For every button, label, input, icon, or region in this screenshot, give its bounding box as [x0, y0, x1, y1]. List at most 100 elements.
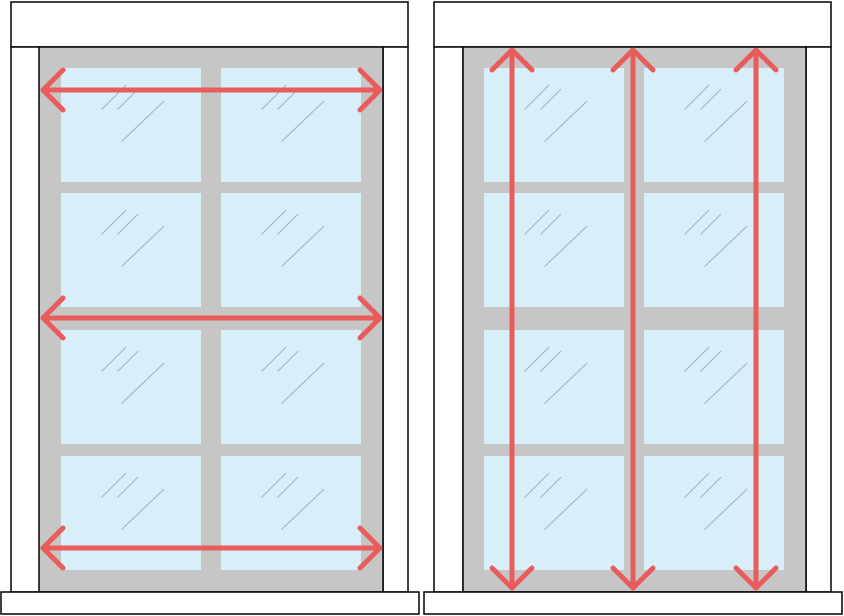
window-sill: [423, 591, 843, 615]
glass-pane-fill: [61, 456, 201, 570]
window-header-trim: [10, 1, 409, 48]
glare-line: [684, 209, 710, 235]
glare-line: [684, 346, 710, 372]
glare-line: [684, 472, 710, 498]
glass-glare: [261, 472, 325, 530]
glare-line: [540, 88, 562, 110]
glare-line: [277, 213, 299, 235]
glass-pane: [644, 456, 784, 570]
right-jamb: [805, 46, 832, 593]
glare-line: [700, 213, 722, 235]
glass-pane: [644, 330, 784, 444]
glass-pane: [484, 456, 624, 570]
glare-line: [261, 472, 287, 498]
glare-line: [121, 225, 165, 267]
arrow-head-left: [40, 525, 66, 571]
height-measurement-arrow: [489, 47, 535, 591]
glass-pane: [484, 193, 624, 307]
left-window: [0, 1, 420, 615]
glare-line: [544, 362, 588, 404]
arrow-head-top: [733, 47, 779, 73]
glass-pane-fill: [221, 330, 361, 444]
glare-line: [544, 225, 588, 267]
glass-pane-fill: [644, 330, 784, 444]
glass-glare: [684, 209, 748, 267]
glare-line: [281, 362, 325, 404]
glare-line: [524, 346, 550, 372]
right-jamb: [382, 46, 409, 593]
glass-glare: [684, 84, 748, 142]
glass-glare: [524, 346, 588, 404]
glass-glare: [524, 209, 588, 267]
glass-pane-fill: [644, 68, 784, 182]
arrow-head-top: [489, 47, 535, 73]
glare-line: [700, 88, 722, 110]
glass-pane-fill: [221, 456, 361, 570]
glass-pane: [221, 330, 361, 444]
glass-pane-fill: [61, 68, 201, 182]
glass-pane-fill: [484, 456, 624, 570]
glare-line: [101, 209, 127, 235]
right-window: [423, 1, 843, 615]
glass-pane: [61, 330, 201, 444]
glare-line: [121, 362, 165, 404]
glass-glare: [261, 209, 325, 267]
glare-line: [261, 346, 287, 372]
measurement-arrows: [489, 47, 779, 591]
glass-pane-fill: [644, 456, 784, 570]
arrow-head-top: [610, 47, 656, 73]
glare-line: [524, 472, 550, 498]
glare-line: [544, 100, 588, 142]
arrow-head-bottom: [489, 565, 535, 591]
glare-line: [704, 362, 748, 404]
width-measurement-arrow: [40, 525, 383, 571]
glare-line: [101, 472, 127, 498]
glass-glare: [524, 84, 588, 142]
window-sill: [0, 591, 420, 615]
glass-glare: [101, 346, 165, 404]
glass-glare: [261, 346, 325, 404]
glare-line: [684, 84, 710, 110]
glare-line: [277, 88, 299, 110]
glare-line: [281, 488, 325, 530]
glare-line: [281, 225, 325, 267]
glass-pane-fill: [484, 68, 624, 182]
height-measurement-arrow: [610, 47, 656, 591]
arrow-head-bottom: [733, 565, 779, 591]
glass-pane: [484, 330, 624, 444]
width-measurement-arrow: [40, 295, 383, 341]
glass-glare: [684, 346, 748, 404]
glass-pane: [61, 193, 201, 307]
width-measurement-arrow: [40, 67, 383, 113]
glass-glare: [524, 472, 588, 530]
glare-line: [700, 350, 722, 372]
glass-pane: [221, 456, 361, 570]
glare-line: [277, 350, 299, 372]
glass-pane-fill: [221, 68, 361, 182]
glass-glare: [101, 209, 165, 267]
glare-line: [704, 100, 748, 142]
glass-pane-fill: [484, 330, 624, 444]
glare-line: [700, 476, 722, 498]
glare-line: [121, 488, 165, 530]
glare-line: [540, 350, 562, 372]
glass-pane: [221, 193, 361, 307]
glare-line: [524, 84, 550, 110]
glare-line: [704, 488, 748, 530]
arrow-head-right: [357, 67, 383, 113]
glare-line: [540, 476, 562, 498]
glare-line: [121, 100, 165, 142]
glass-glare: [101, 472, 165, 530]
glass-pane: [644, 68, 784, 182]
left-jamb: [433, 46, 464, 593]
glass-pane: [644, 193, 784, 307]
glare-line: [117, 350, 139, 372]
glare-line: [524, 209, 550, 235]
glare-line: [261, 209, 287, 235]
glass-glare: [684, 472, 748, 530]
glass-pane-fill: [61, 193, 201, 307]
glare-line: [281, 100, 325, 142]
glass-pane-fill: [644, 193, 784, 307]
glass-pane: [221, 68, 361, 182]
